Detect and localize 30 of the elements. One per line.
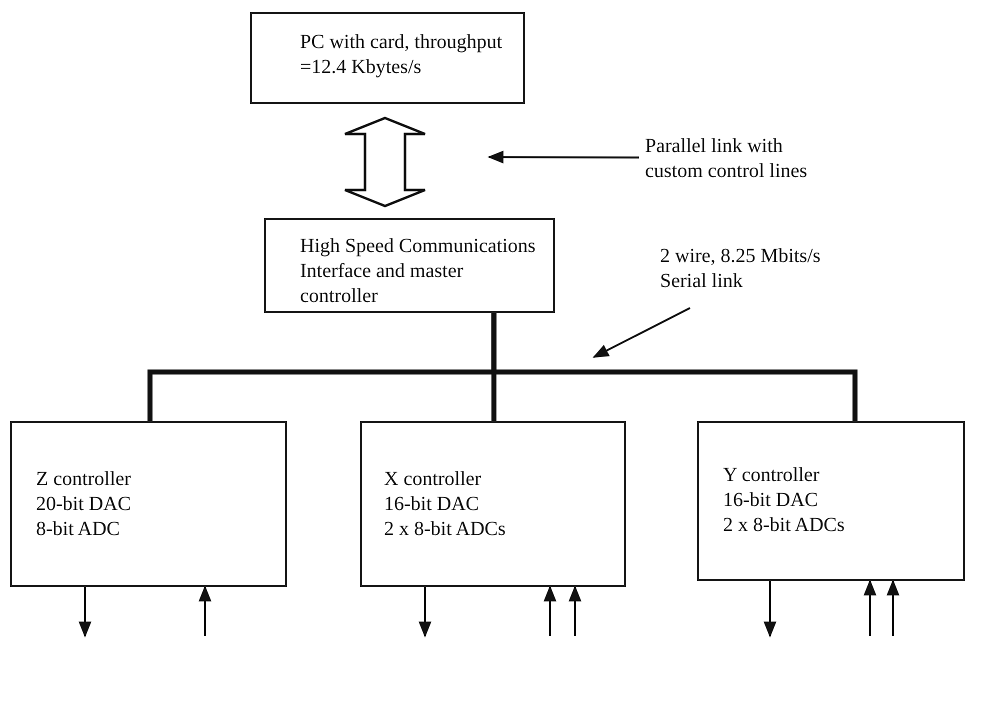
arrow: [418, 587, 432, 638]
process-box: [10, 421, 287, 587]
annotation-text: 2 wire, 8.25 Mbits/s Serial link: [660, 244, 822, 294]
box-text: Z controller: [36, 467, 131, 492]
process-box: [360, 421, 626, 587]
leader-line: [592, 307, 690, 358]
arrow: [886, 579, 900, 636]
bus-line: [491, 313, 858, 421]
arrow: [544, 585, 556, 636]
arrow: [864, 579, 876, 636]
annotation-text: Parallel link with custom control lines: [645, 134, 808, 184]
box-text: High Speed Communications Interface and master controller: [300, 234, 537, 309]
box-text: 2 x 8-bit ADCs: [384, 517, 506, 542]
process-box: [250, 12, 525, 104]
process-box: [264, 218, 555, 313]
arrow: [198, 585, 212, 636]
box-text: 16-bit DAC: [723, 488, 818, 513]
box-text: 16-bit DAC: [384, 492, 479, 517]
box-text: 2 x 8-bit ADCs: [723, 513, 845, 538]
arrow: [764, 581, 776, 638]
box-text: 8-bit ADC: [36, 517, 120, 542]
box-text: Y controller: [723, 463, 820, 488]
arrow: [568, 585, 582, 636]
double-arrow: [344, 116, 426, 208]
box-text: X controller: [384, 467, 482, 492]
arrow: [78, 587, 92, 638]
box-text: PC with card, throughput =12.4 Kbytes/s: [300, 30, 504, 80]
process-box: [697, 421, 965, 581]
box-text: 20-bit DAC: [36, 492, 131, 517]
leader-line: [487, 150, 639, 164]
